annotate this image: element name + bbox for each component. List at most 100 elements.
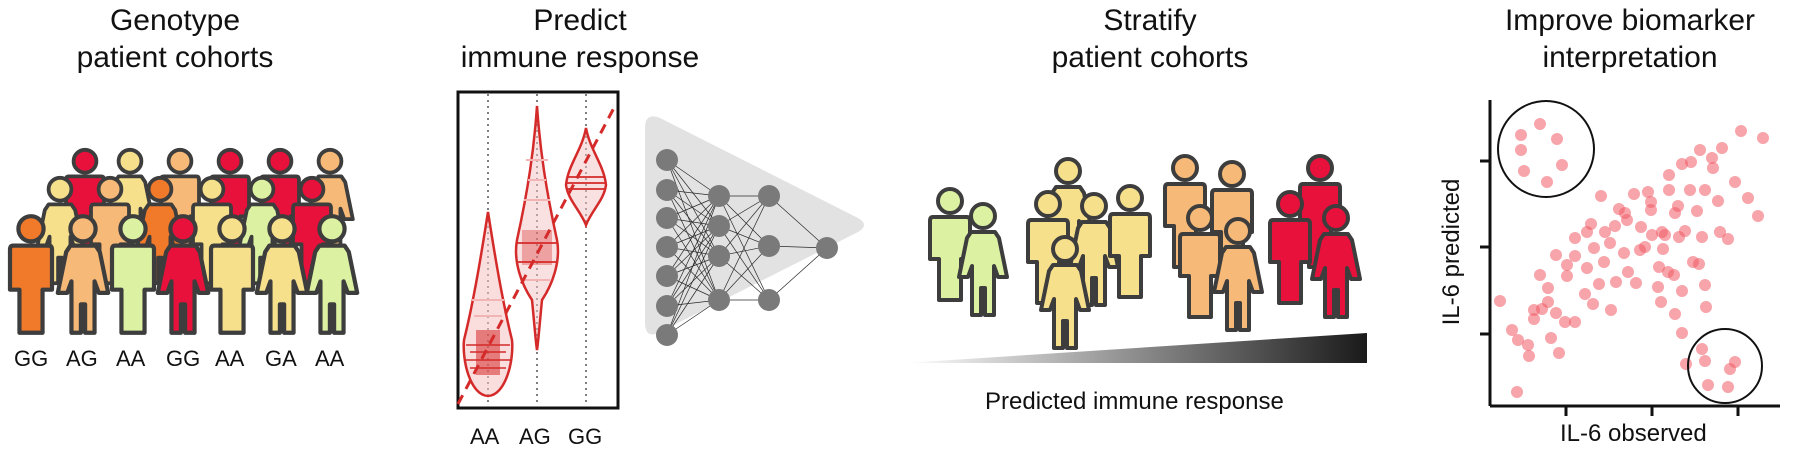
genotype-label: AA	[315, 346, 345, 371]
nn-node	[758, 185, 780, 207]
outlier-circle-top-left	[1497, 100, 1595, 198]
scatter-point	[1621, 214, 1633, 226]
genotype-title-line1: Genotype	[109, 4, 241, 37]
scatter-point	[1702, 379, 1714, 391]
nn-edge	[718, 245, 770, 301]
scatter-ylabel: IL-6 predicted	[1438, 178, 1465, 326]
predict-title: Predict immune response	[420, 2, 740, 76]
scatter-point	[1663, 184, 1675, 196]
scatter-point	[1653, 261, 1665, 273]
nn-edge	[666, 246, 720, 301]
stratify-title-line1: Stratify	[1103, 4, 1197, 37]
biomarker-title-line1: Improve biomarker	[1504, 4, 1756, 37]
scatter-point	[1628, 188, 1640, 200]
scatter-point	[1550, 249, 1562, 261]
nn-edge	[718, 195, 770, 247]
scatter-point	[1646, 229, 1658, 241]
nn-node	[656, 324, 678, 346]
predict-title-line1: Predict	[533, 4, 627, 37]
nn-edge	[718, 255, 770, 301]
nn-edge	[768, 195, 828, 249]
scatter-point	[1561, 270, 1573, 282]
nn-edge	[666, 195, 720, 307]
scatter-point	[1659, 229, 1671, 241]
scatter-point	[1712, 195, 1724, 207]
scatter-point	[1691, 205, 1703, 217]
scatter-point	[1534, 269, 1546, 281]
violin-trend-line	[456, 103, 618, 405]
scatter-point	[1679, 225, 1691, 237]
scatter-point	[1585, 218, 1597, 230]
nn-edge	[718, 195, 770, 301]
nn-node	[656, 295, 678, 317]
scatter-point	[1515, 144, 1527, 156]
scatter-point	[1634, 244, 1646, 256]
genotype-label: GG	[14, 346, 49, 371]
nn-node	[708, 215, 730, 237]
nn-edge	[666, 195, 720, 277]
scatter-point	[1714, 226, 1726, 238]
scatter-point	[1610, 276, 1622, 288]
nn-node	[656, 149, 678, 171]
scatter-point	[1676, 158, 1688, 170]
scatter-point	[1652, 281, 1664, 293]
scatter-point	[1595, 190, 1607, 202]
scatter-point	[1561, 259, 1573, 271]
genotype-title: Genotype patient cohorts	[25, 2, 325, 76]
genotype-label: AA	[215, 346, 245, 371]
scatter-point	[1506, 324, 1518, 336]
scatter-point	[1593, 278, 1605, 290]
scatter-point	[1696, 231, 1708, 243]
stratify-title: Stratify patient cohorts	[990, 2, 1310, 76]
scatter-point	[1518, 165, 1530, 177]
genotype-label: AG	[66, 346, 98, 371]
scatter-point	[1669, 308, 1681, 320]
scatter-point	[1581, 262, 1593, 274]
violin-category-label: AG	[519, 424, 551, 449]
scatter-point	[1676, 285, 1688, 297]
scatter-point	[1699, 279, 1711, 291]
nn-node	[656, 179, 678, 201]
nn-edge	[666, 225, 720, 336]
scatter-point	[1541, 176, 1553, 188]
scatter-point	[1618, 247, 1630, 259]
nn-edge	[666, 189, 720, 257]
violin-category-label: AA	[470, 424, 500, 449]
scatter-point	[1588, 242, 1600, 254]
violin-aa	[462, 211, 514, 398]
scatter-point	[1551, 133, 1563, 145]
scatter-point	[1684, 184, 1696, 196]
outlier-circle-bottom-right	[1687, 328, 1763, 404]
scatter-point	[1545, 332, 1557, 344]
scatter-point	[1635, 221, 1647, 233]
scatter-point	[1693, 258, 1705, 270]
scatter-point	[1542, 282, 1554, 294]
nn-edge	[718, 225, 770, 301]
scatter-point	[1494, 295, 1506, 307]
scatter-point	[1550, 307, 1562, 319]
scatter-point	[1742, 192, 1754, 204]
scatter-point	[1613, 203, 1625, 215]
nn-node	[708, 289, 730, 311]
scatter-point	[1528, 313, 1540, 325]
stratify-title-line2: patient cohorts	[1051, 41, 1249, 74]
scatter-point	[1609, 220, 1621, 232]
nn-edge	[666, 189, 720, 301]
genotype-label: GG	[166, 346, 201, 371]
scatter-point	[1757, 132, 1769, 144]
scatter-point	[1676, 327, 1688, 339]
scatter-point	[1598, 256, 1610, 268]
scatter-point	[1511, 386, 1523, 398]
violin-plot-frame	[456, 90, 620, 410]
genotype-title-line2: patient cohorts	[76, 41, 274, 74]
scatter-point	[1694, 144, 1706, 156]
nn-edge	[666, 255, 720, 336]
nn-edge	[666, 195, 720, 248]
genotype-label: GA	[265, 346, 297, 371]
nn-node	[656, 207, 678, 229]
scatter-point	[1536, 303, 1548, 315]
scatter-point	[1685, 156, 1697, 168]
scatter-point	[1655, 296, 1667, 308]
